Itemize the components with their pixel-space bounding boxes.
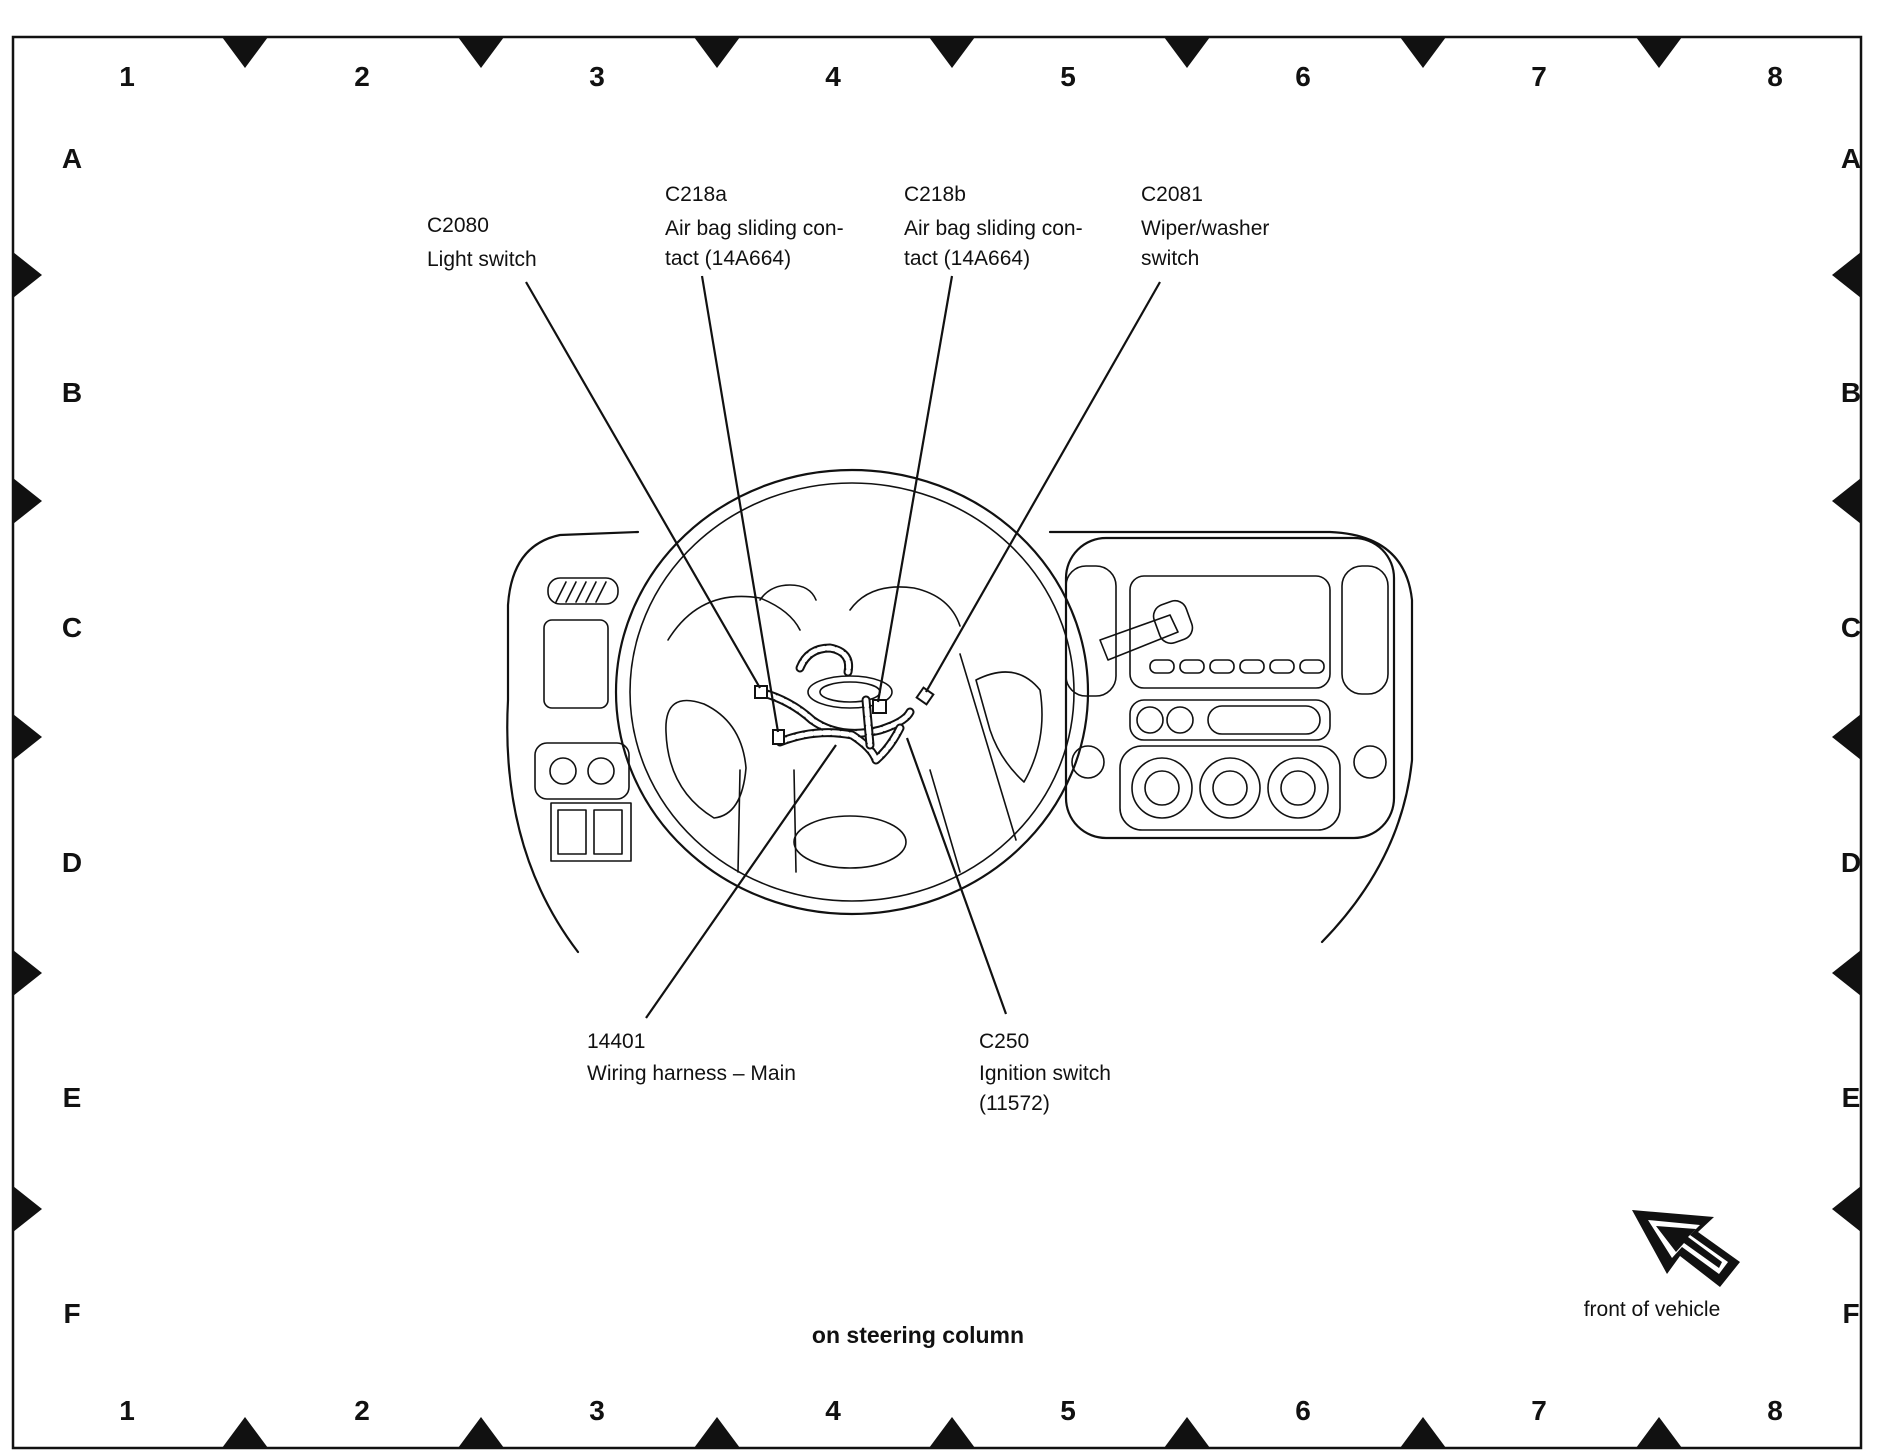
left-vent-icon [547,577,619,605]
left-notch-markers [13,252,42,1232]
callout-c2081: C2081 Wiper/washer switch [1141,183,1269,270]
radio-preset-buttons [1149,659,1325,674]
callout-description: Wiring harness – Main [587,1062,796,1085]
callout-code: C250 [979,1030,1029,1053]
row-label: E [63,1082,82,1113]
connector-c218b [872,699,887,714]
col-label: 2 [354,1395,370,1426]
front-of-vehicle-arrow-icon [1632,1210,1740,1287]
wiring-harness [755,643,915,765]
left-knob-panel [534,742,630,800]
center-stack [1064,536,1396,840]
callout-c218b: C218b Air bag sliding con- tact (14A664) [904,183,1083,270]
row-label: A [1841,143,1861,174]
row-label: D [1841,847,1861,878]
callout-description: tact (14A664) [904,247,1030,270]
leader-lines [525,275,1161,1019]
row-label: F [63,1298,80,1329]
callout-description: Ignition switch [979,1062,1111,1085]
row-label: E [1842,1082,1861,1113]
callout-code: C2080 [427,214,489,237]
callout-code: C218b [904,183,966,206]
column-labels-top: 1 2 3 4 5 6 7 8 [119,61,1783,92]
row-labels-left: A B C D E F [62,143,82,1329]
row-label: B [62,377,82,408]
callout-c250: C250 Ignition switch (11572) [979,1030,1111,1115]
col-label: 5 [1060,61,1076,92]
row-labels-right: A B C D E F [1841,143,1861,1329]
left-switch-panel [550,802,632,862]
callout-description: Light switch [427,248,537,271]
climate-knob-center [1199,757,1261,819]
gear-lever [1099,614,1179,661]
front-of-vehicle-label: front of vehicle [1584,1298,1721,1321]
col-label: 7 [1531,1395,1547,1426]
callout-code: 14401 [587,1030,645,1053]
row-label: F [1842,1298,1859,1329]
col-label: 1 [119,1395,135,1426]
bottom-notch-markers [222,1417,1682,1448]
col-label: 1 [119,61,135,92]
col-label: 2 [354,61,370,92]
row-label: B [1841,377,1861,408]
callout-c2080: C2080 Light switch [427,214,537,271]
col-label: 4 [825,61,841,92]
col-label: 3 [589,61,605,92]
callout-description: tact (14A664) [665,247,791,270]
callout-description: (11572) [979,1092,1050,1115]
callout-description: Air bag sliding con- [904,217,1083,240]
connector-c2081 [915,686,935,706]
row-label: D [62,847,82,878]
callout-c218a: C218a Air bag sliding con- tact (14A664) [665,183,844,270]
connector-c218a [772,729,785,745]
radio-display [1129,575,1331,689]
callout-code: C2081 [1141,183,1203,206]
col-label: 8 [1767,61,1783,92]
climate-knob-left [1131,757,1193,819]
right-notch-markers [1832,252,1861,1232]
col-label: 6 [1295,61,1311,92]
diagram-caption: on steering column [812,1322,1024,1348]
steering-wheel-rim [614,468,1090,916]
column-labels-bottom: 1 2 3 4 5 6 7 8 [119,1395,1783,1426]
callout-description: Air bag sliding con- [665,217,844,240]
callout-code: C218a [665,183,727,206]
callout-description: switch [1141,247,1199,270]
col-label: 7 [1531,61,1547,92]
dashboard-illustration [506,468,1414,954]
callout-description: Wiper/washer [1141,217,1269,240]
climate-knob-right [1267,757,1329,819]
col-label: 5 [1060,1395,1076,1426]
col-label: 4 [825,1395,841,1426]
col-label: 6 [1295,1395,1311,1426]
row-label: A [62,143,82,174]
col-label: 8 [1767,1395,1783,1426]
row-label: C [62,612,82,643]
col-label: 3 [589,1395,605,1426]
steering-hub [793,815,907,869]
callout-14401: 14401 Wiring harness – Main [587,1030,796,1085]
connector-c2080 [754,685,768,699]
top-notch-markers [222,37,1682,68]
row-label: C [1841,612,1861,643]
